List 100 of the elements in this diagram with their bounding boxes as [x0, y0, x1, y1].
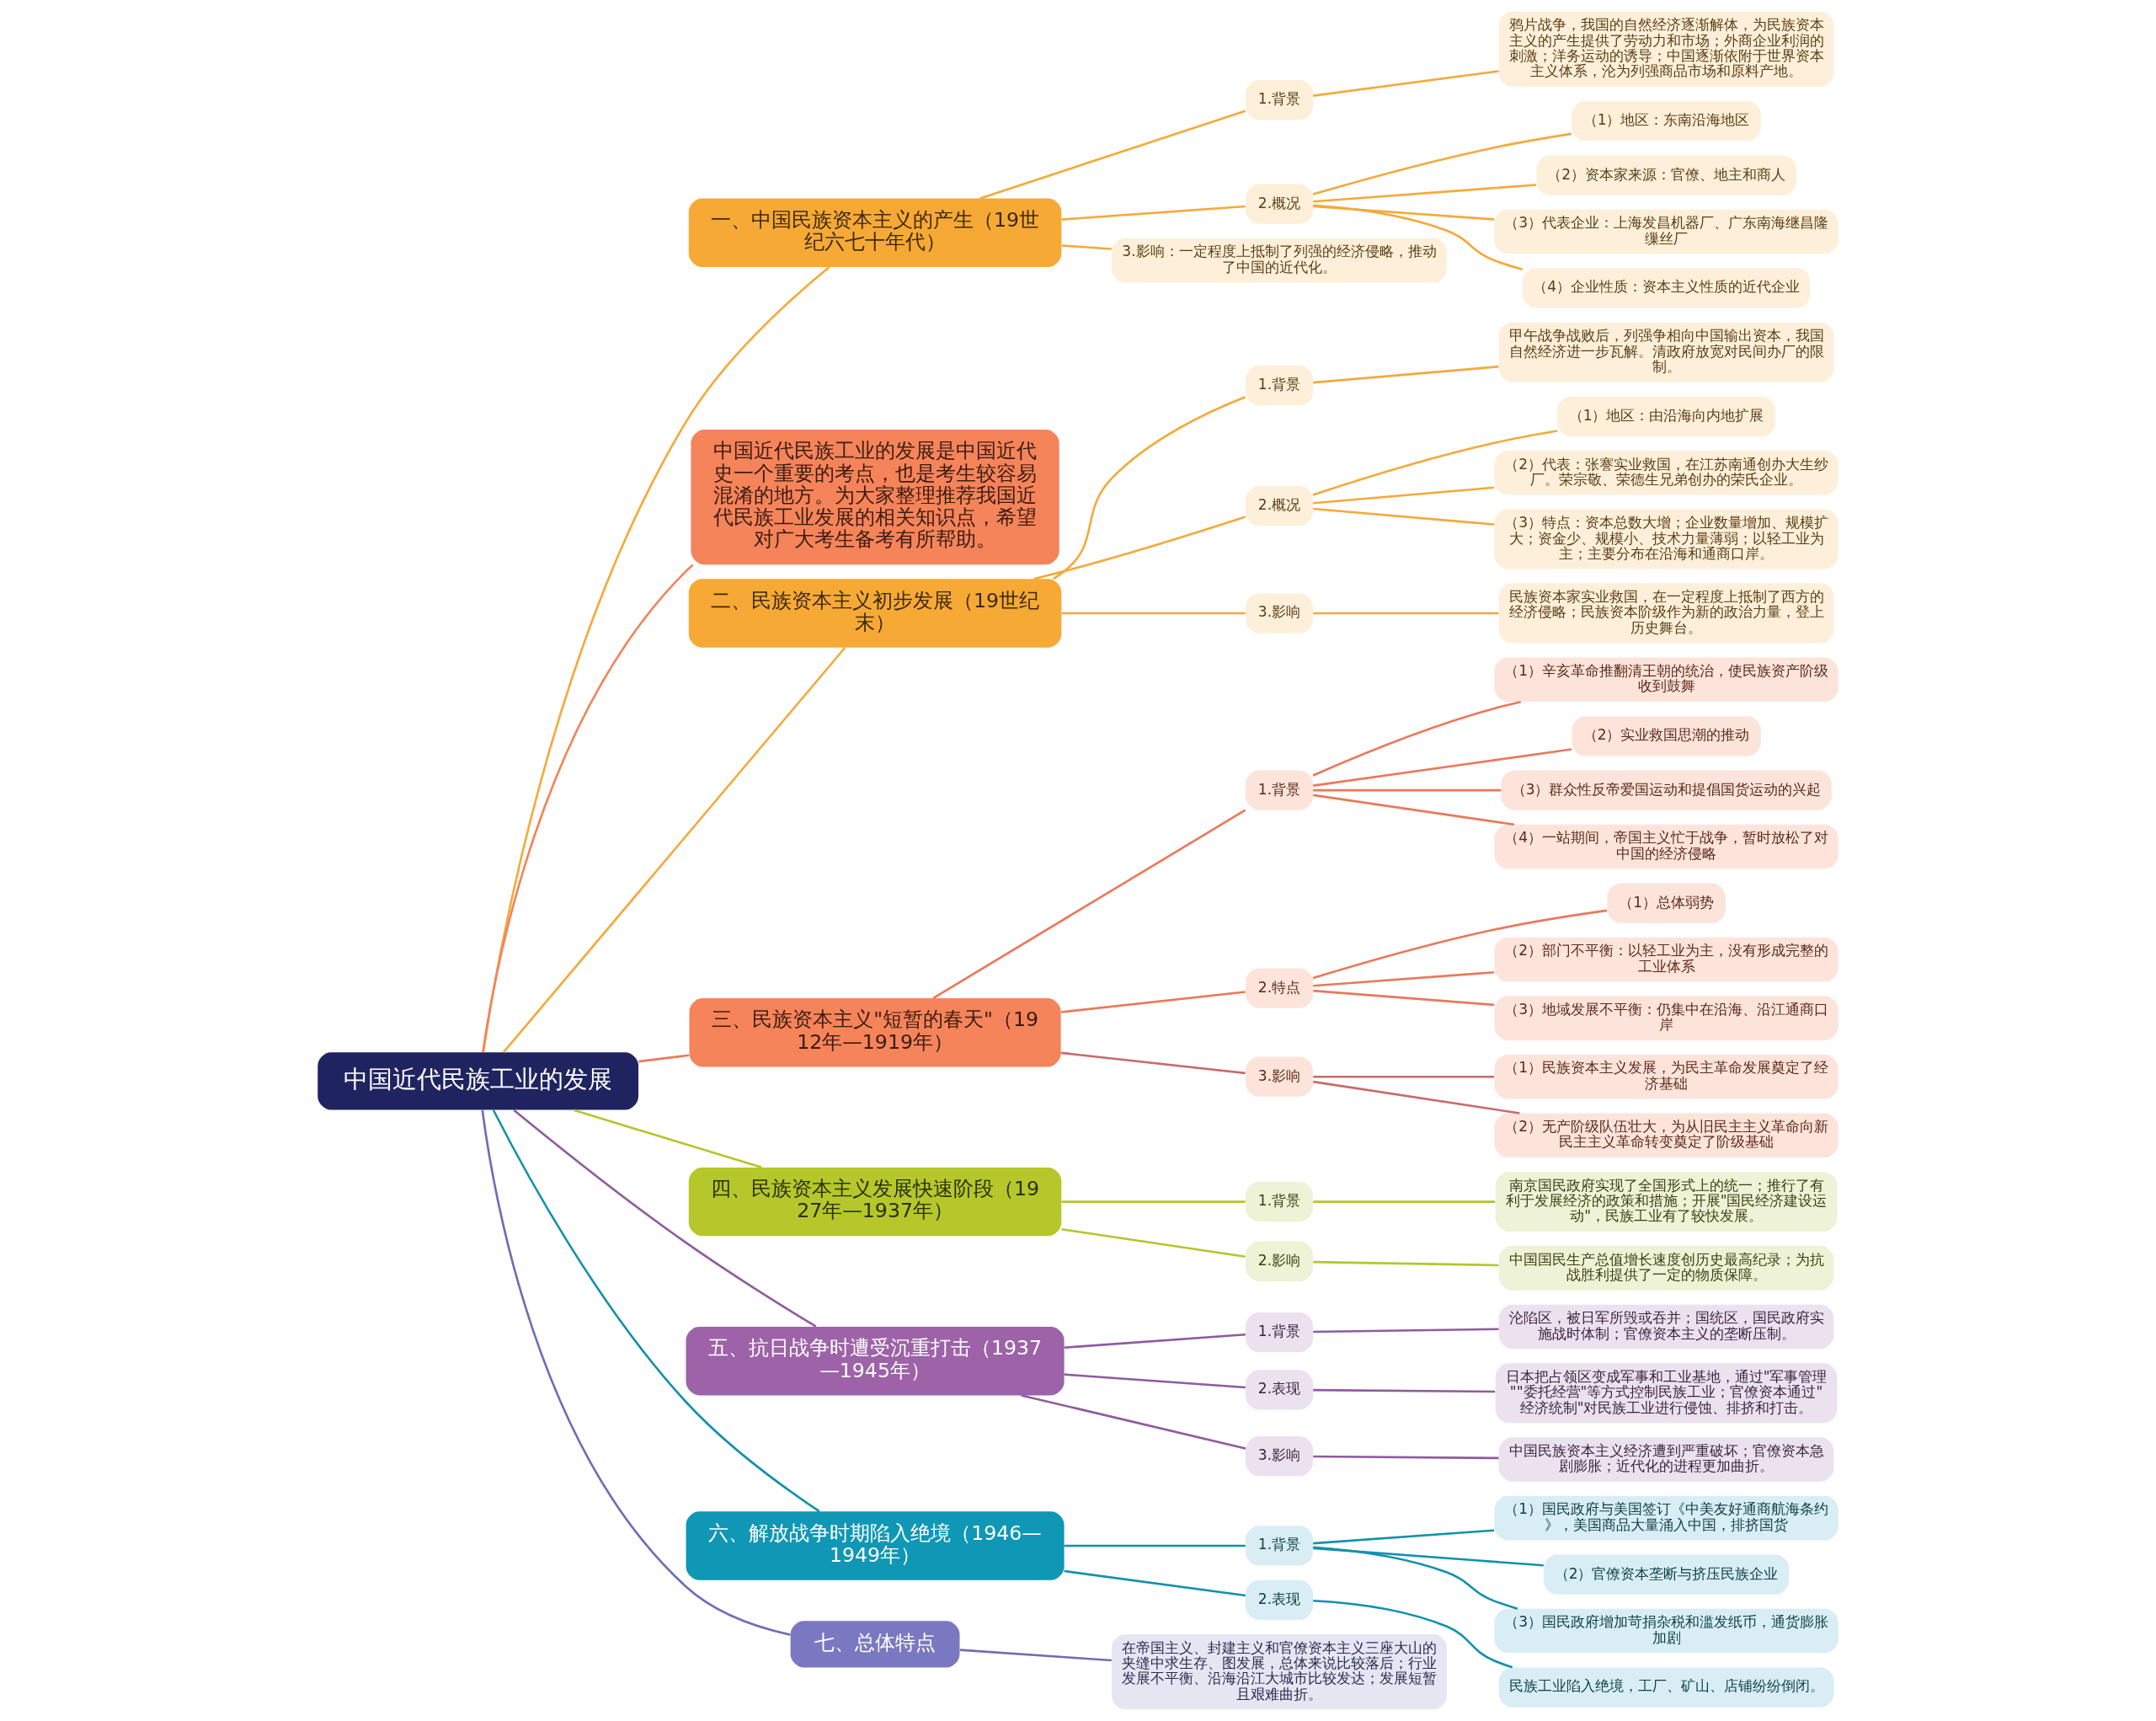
connector	[1313, 1547, 1544, 1567]
connector	[1313, 1388, 1496, 1393]
node-box: 二、民族资本主义初步发展（19世纪末）	[688, 579, 1062, 648]
connector	[1061, 205, 1246, 221]
connector	[1313, 970, 1495, 987]
connector	[1312, 430, 1558, 496]
node-box: 1.背景	[1245, 80, 1314, 120]
node-box: 2.表现	[1245, 1579, 1314, 1620]
connector	[1312, 909, 1608, 980]
node-box: 2.影响	[1245, 1241, 1314, 1282]
node-box: 1.背景	[1245, 1312, 1314, 1353]
node-box: 五、抗日战争时遭受沉重打击（1937—1945年）	[686, 1326, 1065, 1396]
connector	[1313, 989, 1495, 1007]
node-box: 鸦片战争，我国的自然经济逐渐解体，为民族资本主义的产生提供了劳动力和市场；外商企业利润的刺激；洋务运动的诱导；中国逐渐依附于世界资本主义体系，沦为列强商品市场和原料产地。	[1498, 11, 1834, 87]
connector	[513, 1109, 817, 1328]
connector	[1313, 205, 1495, 221]
node-box: 三、民族资本主义"短暂的春天"（1912年—1919年）	[689, 998, 1061, 1067]
node-box: 3.影响	[1245, 1056, 1314, 1097]
node-box: 2.概况	[1245, 184, 1314, 224]
node-box: （4）一站期间，帝国主义忙于战争，暂时放松了对中国的经济侵略	[1494, 824, 1838, 869]
node-box: 四、民族资本主义发展快速阶段（1927年—1937年）	[688, 1167, 1062, 1237]
node-box: 3.影响	[1245, 593, 1314, 633]
node-box: 2.特点	[1245, 968, 1314, 1008]
node-box: 2.概况	[1245, 486, 1314, 526]
node-box: （2）官僚资本垄断与挤压民族企业	[1543, 1554, 1790, 1595]
node-box: 1.背景	[1245, 770, 1314, 810]
connector	[1064, 1569, 1246, 1597]
node-box: （2）实业救国思潮的推动	[1572, 716, 1761, 756]
node-box: 南京国民政府实现了全国形式上的统一；推行了有利于发展经济的政策和措施；开展"国民经济建设运动"，民族工业有了较快发展。	[1495, 1172, 1838, 1232]
node-box: （3）特点：资本总数大增；企业数量增加、规模扩大；资金少、规模小、技术力量薄弱；以轻工业为主；主要分布在沿海和通商口岸。	[1494, 509, 1838, 569]
connector	[1064, 1334, 1246, 1349]
node-box: 中国民族资本主义经济遭到严重破坏；官僚资本急剧膨胀；近代化的进程更加曲折。	[1498, 1437, 1834, 1482]
connector	[1313, 612, 1499, 615]
node-box: 1.背景	[1245, 365, 1314, 406]
node-box: （3）地域发展不平衡：仍集中在沿海、沿江通商口岸	[1494, 996, 1838, 1040]
connector	[1313, 794, 1515, 826]
node-box: （3）代表企业：上海发昌机器厂、广东南海继昌隆缫丝厂	[1494, 209, 1838, 254]
node-box: 3.影响	[1245, 1435, 1314, 1477]
node-box: 日本把占领区变成军事和工业基地，通过"军事管理""委托经营"等方式控制民族工业；官僚资本通过"经济统制"对民族工业进行侵蚀、排挤和打击。	[1495, 1363, 1838, 1424]
node-box: （1）地区：由沿海向内地扩展	[1557, 396, 1775, 436]
connector	[1313, 1599, 1513, 1669]
connector	[1313, 1075, 1495, 1078]
node-box: （2）资本家来源：官僚、地主和商人	[1536, 155, 1796, 195]
connector	[1061, 1228, 1246, 1258]
connector	[1313, 1200, 1496, 1203]
connector	[1033, 516, 1246, 580]
connector	[482, 266, 830, 1053]
connector	[492, 1109, 820, 1513]
node-box: （2）部门不平衡：以轻工业为主，没有形成完整的工业体系	[1494, 937, 1838, 982]
connector	[1053, 396, 1246, 580]
connector	[1313, 70, 1499, 97]
connector	[1313, 1080, 1520, 1114]
connector	[1313, 748, 1572, 787]
connector	[573, 1109, 762, 1169]
node-box: 七、总体特点	[790, 1621, 960, 1668]
connector	[1313, 365, 1499, 384]
node-box: 在帝国主义、封建主义和官僚资本主义三座大山的夹缝中求生存、图发展，总体来说比较落后；行业发展不平衡、沿海沿江大城市比较发达；发展短暂且艰难曲折。	[1112, 1634, 1447, 1710]
connector	[482, 564, 694, 1053]
connector	[1313, 184, 1536, 203]
connector	[1064, 1373, 1246, 1389]
connector	[979, 110, 1246, 200]
node-box: 六、解放战争时期陷入绝境（1946—1949年）	[686, 1511, 1065, 1580]
node-box: 甲午战争战败后，列强争相向中国输出资本，我国自然经济进一步瓦解。清政府放宽对民间办厂的限制。	[1498, 322, 1834, 382]
node-box: （1）地区：东南沿海地区	[1572, 101, 1761, 142]
connector	[1312, 132, 1572, 195]
connector	[502, 646, 846, 1053]
connector	[1313, 1529, 1495, 1545]
connector	[1313, 1546, 1518, 1610]
node-box: 一、中国民族资本主义的产生（19世纪六七十年代）	[688, 198, 1062, 268]
connector	[1313, 1455, 1499, 1460]
node-box: 1.背景	[1245, 1526, 1314, 1566]
connector	[1021, 1394, 1246, 1450]
connector	[1061, 1200, 1246, 1203]
node-box: 中国近代民族工业的发展是中国近代史一个重要的考点，也是考生较容易混淆的地方。为大家整理推荐我国近代民族工业发展的相关知识点，希望对广大考生备考有所帮助。	[691, 430, 1059, 565]
node-box: （3）群众性反帝爱国运动和提倡国货运动的兴起	[1501, 770, 1832, 810]
node-box: 3.影响：一定程度上抵制了列强的经济侵略，推动了中国的近代化。	[1112, 238, 1447, 283]
connector	[1313, 1328, 1499, 1334]
connector	[932, 809, 1246, 999]
connector	[1061, 244, 1112, 250]
connector	[1313, 486, 1495, 505]
node-box: 中国国民生产总值增长速度创历史最高纪录；为抗战胜利提供了一定的物质保障。	[1498, 1246, 1834, 1291]
node-box: 民族工业陷入绝境，工厂、矿山、店铺纷纷倒闭。	[1498, 1667, 1834, 1708]
node-box: （2）无产阶级队伍壮大，为从旧民主主义革命向新民主主义革命转变奠定了阶级基础	[1494, 1113, 1838, 1158]
node-box: （1）民族资本主义发展，为民主革命发展奠定了经济基础	[1494, 1054, 1838, 1099]
node-box: 中国近代民族工业的发展	[318, 1052, 639, 1110]
connector	[1313, 204, 1523, 271]
connector	[1313, 507, 1495, 526]
connector	[481, 1109, 791, 1636]
node-box: 沦陷区，被日军所毁或吞并；国统区，国民政府实施战时体制；官僚资本主义的垄断压制。	[1498, 1304, 1834, 1350]
connector	[1064, 1544, 1246, 1547]
connector	[1060, 1051, 1246, 1075]
node-box: （1）辛亥革命推翻清王朝的统治，使民族资产阶级收到鼓舞	[1494, 657, 1838, 703]
node-box: 1.背景	[1245, 1181, 1314, 1222]
connector	[1061, 612, 1246, 615]
node-box: （3）国民政府增加苛捐杂税和滥发纸币，通货膨胀加剧	[1494, 1608, 1838, 1654]
node-box: 民族资本家实业救国，在一定程度上抵制了西方的经济侵略；民族资本阶级作为新的政治力量，登上历史舞台。	[1498, 583, 1834, 644]
connector	[1312, 700, 1521, 777]
node-box: （2）代表：张謇实业救国，在江苏南通创办大生纱厂。荣宗敬、荣德生兄弟创办的荣氏企业。	[1494, 451, 1838, 495]
connector	[959, 1649, 1112, 1662]
node-box: （1）国民政府与美国签订《中美友好通商航海条约》，美国商品大量涌入中国，排挤国货	[1494, 1495, 1838, 1541]
